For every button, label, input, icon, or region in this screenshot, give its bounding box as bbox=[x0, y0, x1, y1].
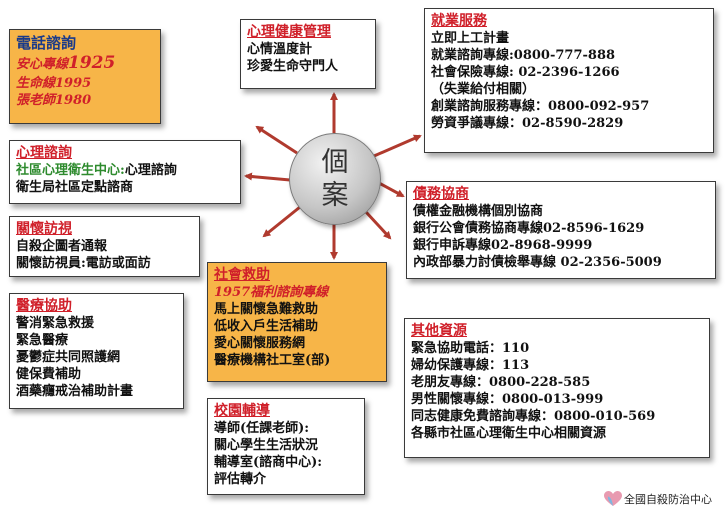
mental-health-title: 心理健康管理 bbox=[247, 24, 331, 40]
care-visit-box: 關懷訪視 自殺企圖者通報 關懷訪視員:電訪或面訪 bbox=[9, 216, 200, 277]
campus-item: 關心學生生活狀況 bbox=[214, 438, 319, 453]
employment-item: 立即上工計畫 bbox=[431, 31, 510, 46]
other-resources-item: 婦幼保護專線：113 bbox=[411, 358, 530, 373]
social-aid-item: 愛心關懷服務網 bbox=[214, 336, 306, 351]
social-aid-item: 低收入戶生活補助 bbox=[214, 319, 319, 334]
arrow-to-care-visit bbox=[262, 205, 301, 238]
logo-text: 全國自殺防治中心 bbox=[624, 493, 712, 506]
medical-item: 緊急醫療 bbox=[16, 333, 69, 348]
employment-item: （失業給付相關） bbox=[431, 82, 536, 97]
arrow-to-counseling bbox=[244, 172, 291, 182]
care-visit-title: 關懷訪視 bbox=[16, 221, 72, 237]
arrow-to-other-resources bbox=[364, 210, 392, 240]
employment-item: 社會保險專線: 02-2396-1266 bbox=[431, 65, 620, 80]
center-case-circle: 個 案 bbox=[289, 133, 381, 225]
phone-consult-line-2: 生命線1995 bbox=[16, 76, 92, 91]
anxin-hotline-label: 安心專線 bbox=[16, 57, 69, 72]
care-visit-item: 自殺企圖者通報 bbox=[16, 239, 108, 254]
campus-item: 導師(任課老師): bbox=[214, 421, 310, 436]
other-resources-item: 老朋友專線：0800-228-585 bbox=[411, 375, 591, 390]
medical-box: 醫療協助 警消緊急救援 緊急醫療 憂鬱症共同照護網 健保費補助 酒藥癮戒治補助計… bbox=[9, 293, 184, 409]
social-aid-title: 社會救助 bbox=[214, 267, 270, 283]
debt-item: 銀行公會債務協商專線02-8596-1629 bbox=[413, 221, 645, 236]
arrow-to-debt bbox=[378, 181, 405, 198]
debt-item: 銀行申訴專線02-8968-9999 bbox=[413, 238, 593, 253]
debt-item: 債權金融機構個別協商 bbox=[413, 204, 544, 219]
debt-title: 債務協商 bbox=[413, 186, 469, 202]
employment-item: 創業諮詢服務專線：0800-092-957 bbox=[431, 99, 650, 114]
debt-box: 債務協商 債權金融機構個別協商 銀行公會債務協商專線02-8596-1629 銀… bbox=[406, 181, 716, 279]
other-resources-item: 緊急協助電話：110 bbox=[411, 341, 530, 356]
debt-item: 內政部暴力討債檢舉專線 02-2356-5009 bbox=[413, 255, 662, 270]
counseling-box: 心理諮詢 社區心理衛生中心:心理諮詢 衛生局社區定點諮商 bbox=[9, 140, 241, 204]
employment-item: 就業諮詢專線:0800-777-888 bbox=[431, 48, 616, 63]
center-char-1: 個 bbox=[321, 147, 349, 178]
phone-consult-title: 電話諮詢 bbox=[16, 34, 77, 52]
mental-health-item: 珍愛生命守門人 bbox=[247, 59, 339, 74]
employment-box: 就業服務 立即上工計畫 就業諮詢專線:0800-777-888 社會保險專線: … bbox=[424, 8, 714, 153]
medical-item: 健保費補助 bbox=[16, 367, 82, 382]
arrow-to-employment bbox=[373, 134, 422, 158]
other-resources-title: 其他資源 bbox=[411, 323, 467, 339]
welfare-hotline: 1957福利諮詢專線 bbox=[214, 285, 329, 300]
campus-title: 校園輔導 bbox=[214, 403, 270, 419]
campus-item: 評估轉介 bbox=[214, 472, 267, 487]
community-mental-health-center: 社區心理衛生中心: bbox=[16, 163, 125, 178]
employment-item: 勞資爭議專線：02-8590-2829 bbox=[431, 116, 624, 131]
counseling-line-2: 衛生局社區定點諮商 bbox=[16, 180, 134, 195]
center-case-label: 個 案 bbox=[290, 146, 380, 212]
social-aid-item: 醫療機構社工室(部) bbox=[214, 353, 331, 368]
phone-consult-line-3: 張老師1980 bbox=[16, 93, 92, 108]
medical-item: 警消緊急救援 bbox=[16, 316, 95, 331]
other-resources-box: 其他資源 緊急協助電話：110 婦幼保護專線：113 老朋友專線：0800-22… bbox=[404, 318, 710, 458]
counseling-service: 心理諮詢 bbox=[124, 163, 177, 178]
phone-consult-box: 電話諮詢 安心專線1925 生命線1995 張老師1980 bbox=[9, 29, 161, 124]
taiwan-suicide-prevention-logo: 全國自殺防治中心 bbox=[604, 491, 722, 509]
medical-item: 酒藥癮戒治補助計畫 bbox=[16, 384, 134, 399]
arrow-to-phone bbox=[255, 125, 298, 155]
anxin-hotline-number: 1925 bbox=[68, 53, 116, 73]
mental-health-item: 心情溫度計 bbox=[247, 42, 313, 57]
social-aid-box: 社會救助 1957福利諮詢專線 馬上關懷急難救助 低收入戶生活補助 愛心關懷服務… bbox=[207, 262, 387, 382]
employment-title: 就業服務 bbox=[431, 13, 487, 29]
heart-logo-icon bbox=[604, 491, 622, 506]
center-char-2: 案 bbox=[321, 180, 349, 211]
mental-health-box: 心理健康管理 心情溫度計 珍愛生命守門人 bbox=[240, 19, 376, 89]
counseling-line-1: 社區心理衛生中心:心理諮詢 bbox=[16, 162, 234, 179]
medical-title: 醫療協助 bbox=[16, 298, 72, 314]
phone-consult-line-1: 安心專線1925 bbox=[16, 53, 154, 75]
campus-item: 輔導室(諮商中心): bbox=[214, 455, 323, 470]
other-resources-item: 各縣市社區心理衛生中心相關資源 bbox=[411, 426, 607, 441]
other-resources-item: 同志健康免費諮詢專線：0800-010-569 bbox=[411, 409, 656, 424]
social-aid-item: 馬上關懷急難救助 bbox=[214, 302, 319, 317]
other-resources-item: 男性關懷專線：0800-013-999 bbox=[411, 392, 604, 407]
counseling-title: 心理諮詢 bbox=[16, 145, 72, 161]
care-visit-item: 關懷訪視員:電訪或面訪 bbox=[16, 256, 151, 271]
medical-item: 憂鬱症共同照護網 bbox=[16, 350, 121, 365]
campus-box: 校園輔導 導師(任課老師): 關心學生生活狀況 輔導室(諮商中心): 評估轉介 bbox=[207, 398, 365, 495]
